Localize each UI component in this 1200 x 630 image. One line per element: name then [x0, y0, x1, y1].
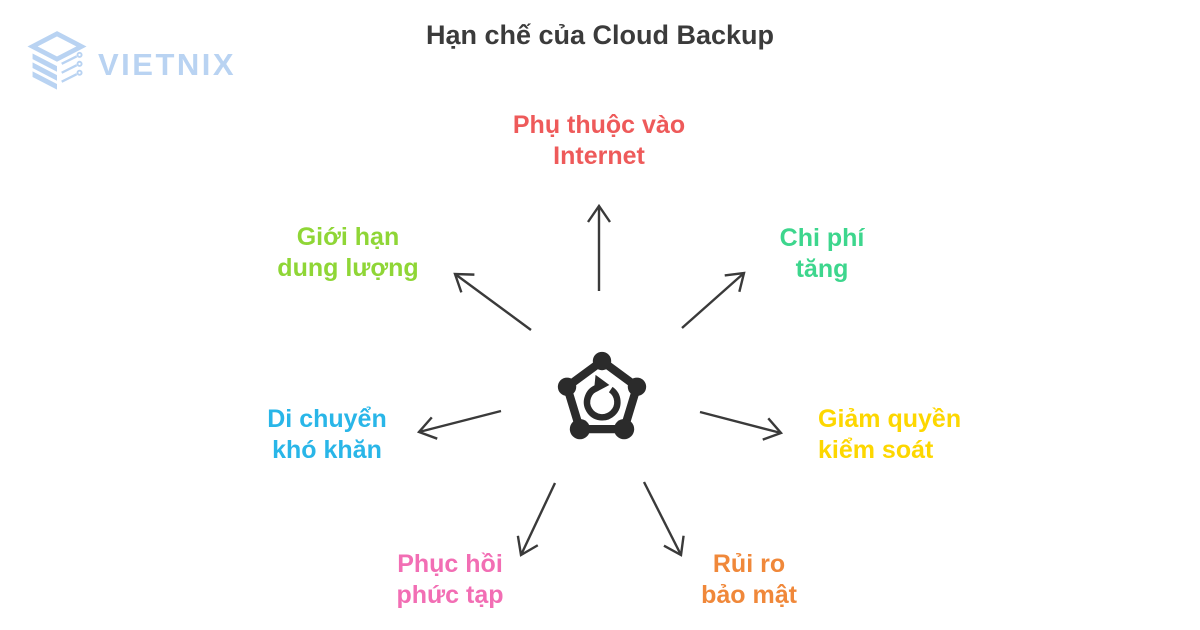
- label-line: Giảm quyền: [818, 405, 962, 433]
- label-phuc-hoi-phuc-tap: Phục hồi phức tạp: [397, 549, 504, 611]
- label-giam-quyen-kiem-soat: Giảm quyền kiểm soát: [818, 404, 961, 466]
- label-line: dung lượng: [277, 254, 419, 282]
- label-line: Giới hạn: [296, 223, 400, 251]
- label-line: kiểm soát: [818, 436, 934, 464]
- label-line: khó khăn: [272, 436, 382, 464]
- arrow-right: [699, 410, 784, 441]
- page-title: Hạn chế của Cloud Backup: [425, 20, 775, 50]
- label-line: Internet: [553, 142, 645, 170]
- arrow-bottom-left: [516, 482, 557, 557]
- label-line: tăng: [795, 255, 849, 283]
- arrow-top-left: [453, 272, 532, 331]
- label-rui-ro-bao-mat: Rủi ro bảo mật: [701, 549, 797, 611]
- label-line: Phụ thuộc vào: [512, 111, 686, 139]
- arrow-bottom-right: [642, 481, 685, 557]
- label-line: Rủi ro: [712, 550, 786, 578]
- label-line: Di chuyển: [267, 405, 387, 433]
- arrow-left: [416, 409, 502, 440]
- label-gioi-han-dung-luong: Giới hạn dung lượng: [277, 222, 418, 284]
- label-line: Phục hồi: [397, 550, 503, 578]
- label-di-chuyen-kho-khan: Di chuyển khó khăn: [267, 404, 386, 466]
- vietnix-logo-text: VIETNIX: [98, 46, 237, 82]
- vietnix-stack-icon: [27, 31, 87, 90]
- label-phu-thuoc-vao-internet: Phụ thuộc vào Internet: [513, 110, 685, 172]
- label-chi-phi-tang: Chi phí tăng: [780, 223, 865, 285]
- label-line: bảo mật: [701, 581, 797, 609]
- vietnix-logo: VIETNIX: [26, 30, 236, 92]
- label-line: phức tạp: [396, 581, 504, 609]
- pentagon-restore-icon: [557, 351, 647, 440]
- label-line: Chi phí: [779, 224, 865, 252]
- arrow-top-right: [681, 271, 746, 329]
